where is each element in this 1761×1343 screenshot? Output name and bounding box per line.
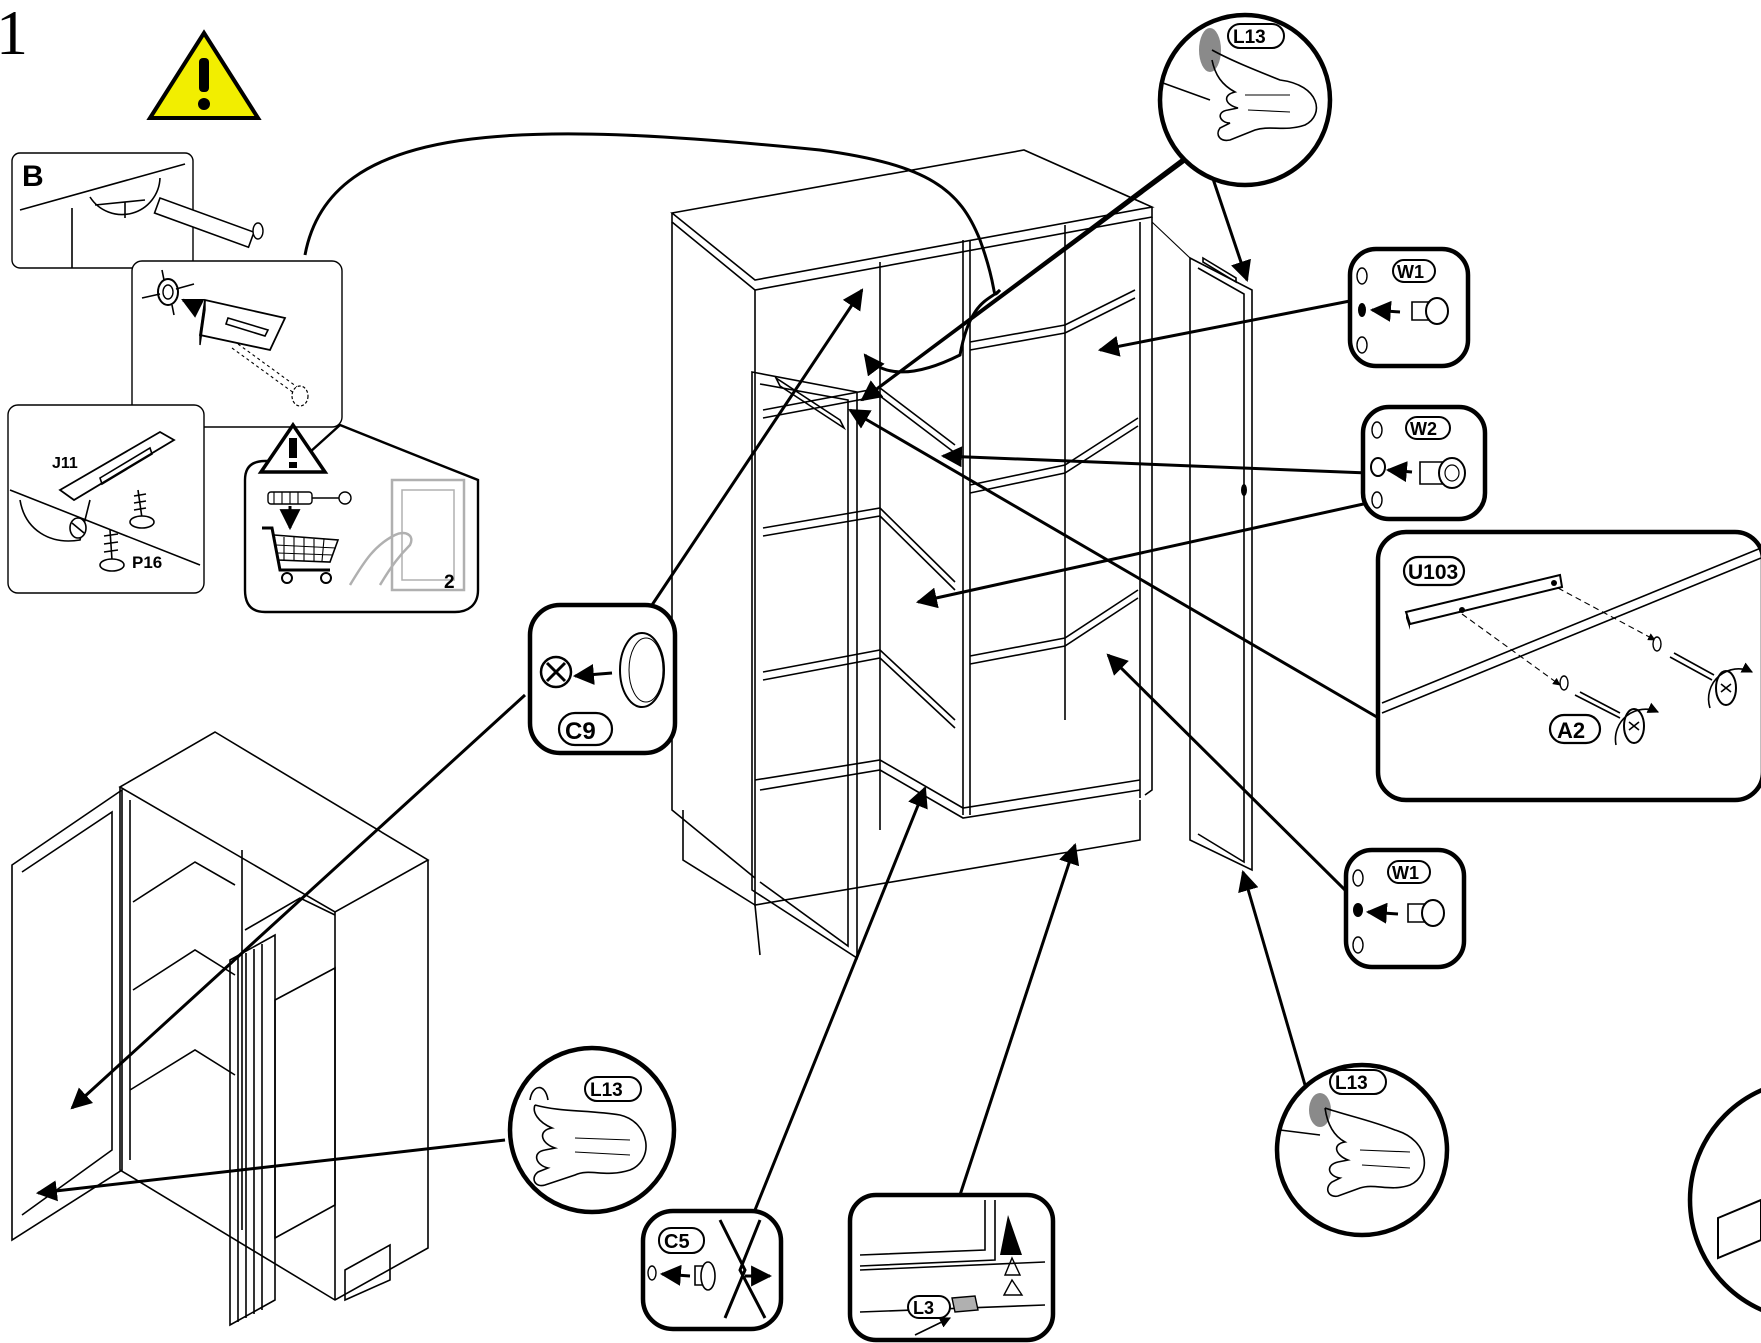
u103-label: U103 [1408, 561, 1458, 584]
connector-curve [303, 132, 1002, 296]
w2-bubble: W2 [1360, 404, 1488, 522]
callout-arrows [35, 148, 1383, 1211]
screw-icon [1574, 691, 1660, 746]
l13-top-bubble: L13 [1157, 12, 1333, 188]
shopping-cart-icon [262, 526, 340, 584]
j11-label: J11 [52, 455, 78, 472]
c9-label: C9 [565, 718, 596, 745]
p16-label: P16 [132, 553, 162, 572]
a2-label: A2 [1557, 718, 1585, 743]
w1-bottom-bubble: W1 [1343, 847, 1467, 970]
main-cabinet [670, 149, 1253, 960]
l3-label: L3 [913, 1298, 934, 1318]
w1-bottom-label: W1 [1392, 863, 1419, 883]
l3-bubble: L3 [847, 1192, 1056, 1343]
pick-item-icon [348, 478, 466, 592]
bracket-detail-panel [131, 260, 343, 428]
detail-b-label: B [22, 160, 44, 193]
screw-icon [1669, 652, 1754, 709]
l13-top-label: L13 [1233, 27, 1266, 48]
c5-label: C5 [664, 1231, 690, 1253]
wall-plug-icon [267, 491, 352, 531]
w1-top-bubble: W1 [1347, 246, 1471, 369]
screw-icon [129, 489, 155, 529]
l13-right-label: L13 [1335, 1073, 1368, 1094]
l13-left-label: L13 [590, 1080, 623, 1101]
screw-icon [99, 529, 125, 572]
l13-right-bubble: L13 [1274, 1062, 1450, 1238]
w2-label: W2 [1410, 419, 1437, 439]
press-button-icon [1309, 1093, 1331, 1127]
partial-bubble [1687, 1088, 1761, 1312]
finished-cabinet [11, 731, 430, 1327]
w1-top-label: W1 [1397, 262, 1424, 282]
j11-p16-panel: J11 P16 [7, 404, 205, 594]
hardware-warning-panel: 2 [243, 421, 480, 614]
press-button-icon [1199, 28, 1221, 72]
c9-bubble: C9 [527, 602, 678, 756]
c5-bubble: C5 [640, 1208, 784, 1332]
quantity-label: 2 [444, 572, 455, 593]
l13-left-bubble: L13 [507, 1045, 677, 1215]
detail-b-panel: B [11, 152, 264, 269]
step-number: 1 [0, 0, 28, 68]
warning-triangle-icon [146, 29, 262, 120]
u103-handle-panel: U103 A2 [1375, 529, 1761, 803]
